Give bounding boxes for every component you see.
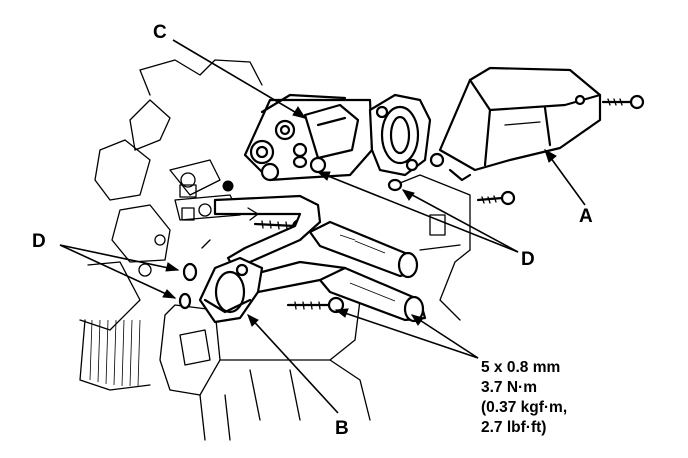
torque-spec: 5 x 0.8 mm 3.7 N·m (0.37 kgf·m, 2.7 lbf·… — [481, 359, 567, 436]
arrow-head — [334, 308, 349, 318]
o-ring — [387, 178, 403, 192]
screw-lower — [286, 296, 345, 314]
arrow-head — [544, 148, 557, 163]
bolt-head — [222, 180, 234, 192]
evaporator-flange — [368, 93, 432, 177]
o-ring — [182, 262, 198, 282]
spec-torque-lbf: 2.7 lbf·ft) — [481, 419, 546, 436]
leaders — [59, 39, 586, 414]
o-ring — [292, 155, 308, 169]
radiator-fins — [89, 319, 141, 387]
arrow-head — [410, 314, 424, 326]
arrow-head — [316, 171, 331, 181]
screw-top-right — [601, 94, 645, 110]
spec-torque-kgf: (0.37 kgf·m, — [481, 399, 567, 416]
callout-d-right: D — [521, 249, 535, 270]
arrow-head — [401, 189, 415, 201]
spec-bolt-size: 5 x 0.8 mm — [481, 359, 560, 376]
arrow-head — [162, 289, 177, 299]
arrow-head — [165, 262, 180, 272]
expansion-valve-c — [243, 93, 374, 182]
arrow-head — [292, 106, 307, 119]
callout-a: A — [579, 206, 593, 227]
screw-middle-right — [476, 190, 516, 206]
cover-a — [429, 66, 602, 182]
callout-c: C — [153, 22, 167, 43]
o-ring — [178, 292, 192, 310]
ac-pipe-b — [198, 194, 427, 324]
callout-b: B — [335, 418, 349, 439]
o-rings — [178, 155, 403, 310]
spec-torque-nm: 3.7 N·m — [481, 379, 537, 396]
arrow-head — [247, 313, 259, 327]
callout-d-left: D — [32, 231, 46, 252]
